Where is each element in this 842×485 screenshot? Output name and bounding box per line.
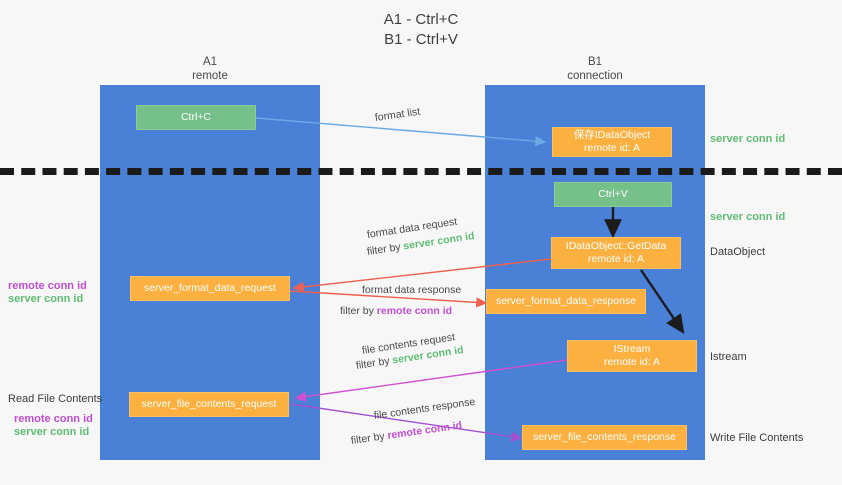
box-server-file-contents-response-label: server_file_contents_response <box>532 431 676 443</box>
section-divider <box>0 168 842 175</box>
label-read-file-contents: Read File Contents <box>8 393 103 405</box>
box-istream-line1: IStream <box>613 343 651 355</box>
column-header-b1: B1 connection <box>485 56 705 83</box>
box-ctrl-c-label: Ctrl+C <box>180 111 212 123</box>
box-idataobject-top-line2: remote id: A <box>583 142 641 154</box>
edge-label-format-data-response: format data response <box>362 284 462 296</box>
box-server-format-data-response-label: server_format_data_response <box>495 295 637 307</box>
label-write-file-contents: Write File Contents <box>710 432 804 444</box>
filter-key-remote-conn-id: remote conn id <box>376 305 453 317</box>
box-server-file-contents-request-label: server_file_contents_request <box>141 398 277 410</box>
box-server-file-contents-response[interactable]: server_file_contents_response <box>522 425 687 450</box>
box-ctrl-v[interactable]: Ctrl+V <box>554 182 672 207</box>
column-a1-name: A1 <box>202 56 218 68</box>
label-remote-conn-id-bottom: remote conn id <box>14 413 93 425</box>
filter-key-remote-conn-id: remote conn id <box>386 419 463 442</box>
box-server-format-data-request-label: server_format_data_request <box>144 282 276 294</box>
column-header-a1: A1 remote <box>100 56 320 83</box>
filter-prefix: filter by <box>355 354 394 372</box>
title-line-1: A1 - Ctrl+C <box>383 11 459 28</box>
edge-label-format-data-response-filter: filter by remote conn id <box>340 304 452 318</box>
box-ctrl-c[interactable]: Ctrl+C <box>136 105 256 130</box>
box-server-format-data-request[interactable]: server_format_data_request <box>130 276 290 301</box>
box-idataobject-top-line1: 保存IDataObject <box>573 129 651 141</box>
label-dataobject: DataObject <box>710 246 766 258</box>
edge-label-format-list: format list <box>374 105 421 124</box>
label-remote-conn-id-mid: remote conn id <box>8 280 87 292</box>
filter-prefix: filter by <box>340 305 377 317</box>
label-server-conn-id-top: server conn id <box>710 133 786 145</box>
filter-prefix: filter by <box>350 429 389 447</box>
box-ctrl-v-label: Ctrl+V <box>598 188 628 200</box>
title-line-2: B1 - Ctrl+V <box>384 31 458 48</box>
label-server-conn-id-second: server conn id <box>710 211 786 223</box>
column-b1-role: connection <box>567 69 623 82</box>
edge-label-file-contents-response-filter: filter by remote conn id <box>350 418 463 447</box>
filter-prefix: filter by <box>366 240 405 258</box>
column-a1-role: remote <box>192 69 228 82</box>
page-title: A1 - Ctrl+C B1 - Ctrl+V <box>0 10 842 50</box>
box-idataobject-top[interactable]: 保存IDataObject remote id: A <box>552 127 672 157</box>
box-idataobject-getdata-line2: remote id: A <box>587 253 645 265</box>
column-b1-name: B1 <box>587 56 603 68</box>
label-istream: Istream <box>710 351 747 363</box>
box-server-format-data-response[interactable]: server_format_data_response <box>486 289 646 314</box>
label-server-conn-id-mid: server conn id <box>8 293 84 305</box>
box-istream[interactable]: IStream remote id: A <box>567 340 697 372</box>
box-istream-line2: remote id: A <box>603 356 661 368</box>
label-server-conn-id-bottom: server conn id <box>14 426 90 438</box>
box-idataobject-getdata[interactable]: IDataObject::GetData remote id: A <box>551 237 681 269</box>
box-server-file-contents-request[interactable]: server_file_contents_request <box>129 392 289 417</box>
box-idataobject-getdata-line1: IDataObject::GetData <box>565 240 667 252</box>
